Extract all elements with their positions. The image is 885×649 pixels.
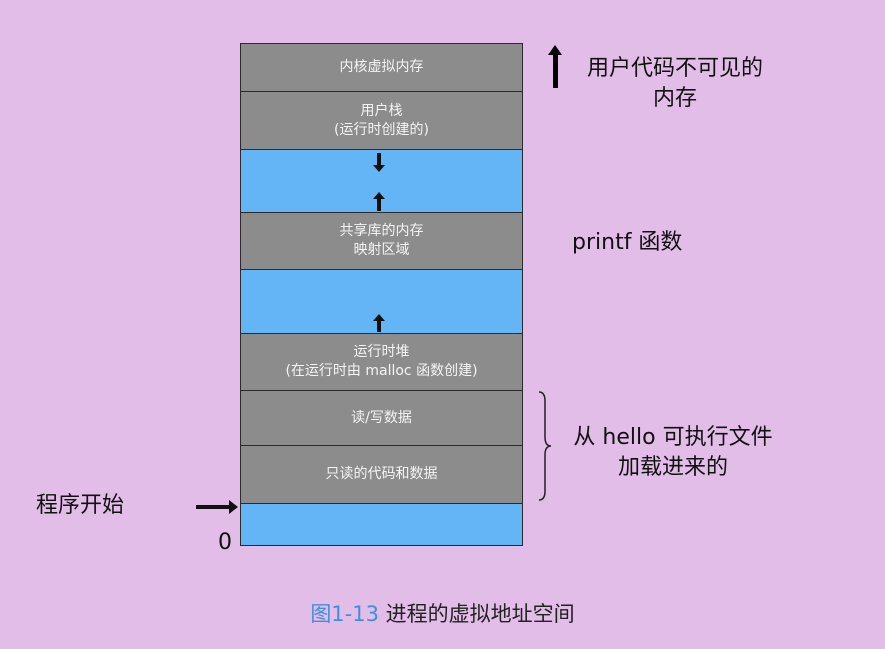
- segment-sublabel: (运行时创建的): [334, 121, 429, 138]
- label-loaded-from-executable: 从 hello 可执行文件 加载进来的: [558, 423, 788, 483]
- figure-number: 图1-13: [310, 602, 379, 626]
- label-line: 内存: [652, 86, 697, 111]
- segment-sublabel: (在运行时由 malloc 函数创建): [285, 363, 478, 379]
- up-arrow-icon: [548, 45, 562, 88]
- segment-runtime-heap: 运行时堆 (在运行时由 malloc 函数创建): [240, 333, 523, 391]
- right-brace-icon: [538, 391, 552, 501]
- heap-grow-up-arrow-icon: [373, 314, 385, 332]
- segment-sublabel: 映射区域: [353, 242, 410, 258]
- label-invisible-memory: 用户代码不可见的 内存: [570, 54, 780, 114]
- segment-stack-gap: [240, 149, 523, 213]
- segment-read-write-data: 读/写数据: [240, 390, 523, 446]
- figure-title: 进程的虚拟地址空间: [385, 602, 575, 626]
- segment-label: 读/写数据: [351, 409, 412, 426]
- segment-label: 运行时堆: [353, 344, 410, 360]
- segment-heap-gap: [240, 269, 523, 334]
- segment-kernel-virtual-memory: 内核虚拟内存: [240, 43, 523, 92]
- label-line: 从 hello 可执行文件: [573, 425, 773, 450]
- segment-shared-library-mapping: 共享库的内存 映射区域: [240, 212, 523, 270]
- label-program-start: 程序开始: [36, 493, 125, 518]
- label-printf: printf 函数: [572, 230, 683, 255]
- shared-lib-grow-up-arrow-icon: [373, 192, 385, 211]
- figure-caption: 图1-13 进程的虚拟地址空间: [0, 598, 885, 628]
- right-arrow-icon: [196, 500, 238, 514]
- segment-read-only-code-data: 只读的代码和数据: [240, 445, 523, 504]
- segment-bottom: [240, 503, 523, 546]
- stack-grow-down-arrow-icon: [373, 153, 385, 172]
- label-line: 用户代码不可见的: [586, 56, 763, 81]
- segment-label: 内核虚拟内存: [339, 59, 424, 75]
- label-address-zero: 0: [218, 530, 232, 555]
- segment-user-stack: 用户栈 (运行时创建的): [240, 91, 523, 150]
- segment-label: 用户栈: [360, 102, 403, 119]
- label-line: 加载进来的: [617, 455, 728, 480]
- segment-label: 只读的代码和数据: [325, 466, 438, 482]
- segment-label: 共享库的内存: [339, 223, 424, 239]
